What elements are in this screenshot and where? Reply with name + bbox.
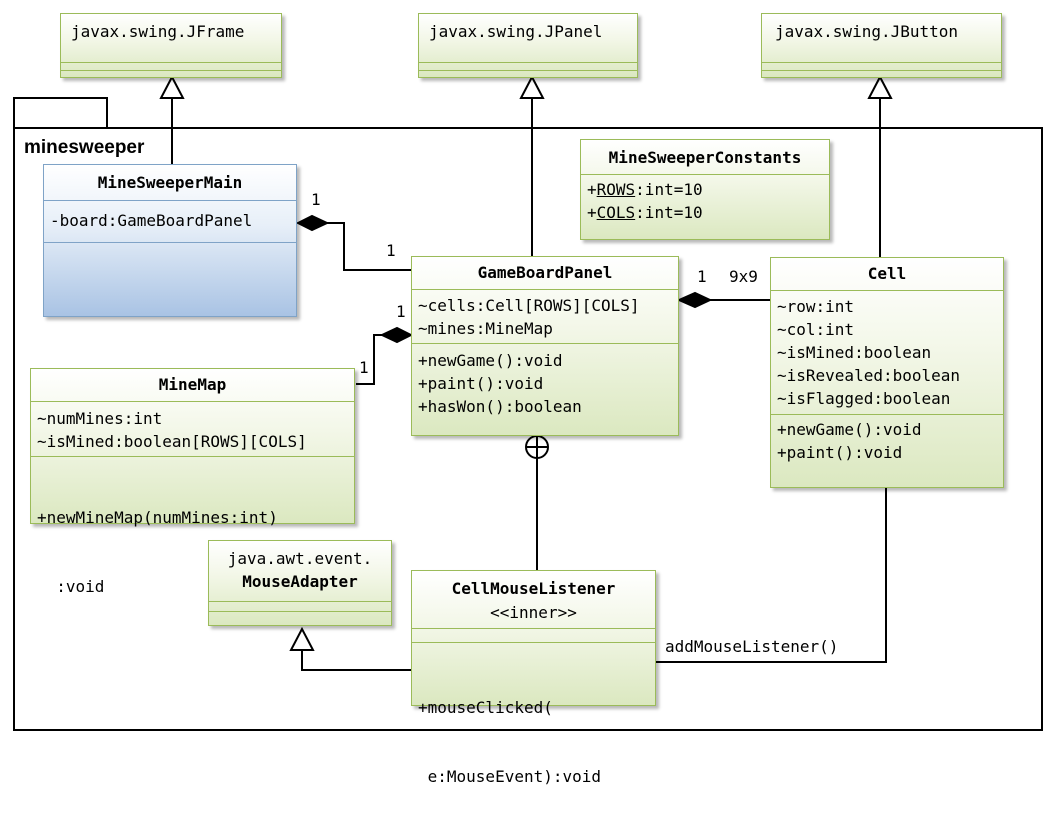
method-has-won: +hasWon():boolean	[418, 397, 582, 416]
game-board-panel-name: GameBoardPanel	[477, 263, 613, 282]
composition-diamond-cell	[676, 291, 713, 309]
class-cell: Cell ~row:int ~col:int ~isMined:boolean …	[770, 257, 1004, 488]
class-jbutton: javax.swing.JButton	[761, 13, 1002, 78]
mine-map-name: MineMap	[158, 375, 227, 394]
class-constants: MineSweeperConstants +ROWS:int=10 +COLS:…	[580, 139, 830, 240]
mine-sweeper-main-methods	[44, 242, 296, 312]
generalization-listener-adapter	[301, 650, 411, 671]
mouse-adapter-name: MouseAdapter	[242, 572, 358, 591]
mine-sweeper-main-attributes: -board:GameBoardPanel	[44, 200, 296, 242]
cell-mouse-listener-methods: +mouseClicked( e:MouseEvent):void	[412, 642, 655, 838]
method-cell-new-game: +newGame():void	[777, 420, 922, 439]
association-cell-listener	[656, 488, 887, 663]
constant-rows: +ROWS:int=10	[587, 180, 703, 199]
class-mine-sweeper-main: MineSweeperMain -board:GameBoardPanel	[43, 164, 297, 317]
multiplicity-panel-minemap: 1	[396, 302, 406, 321]
multiplicity-minemap: 1	[359, 358, 369, 377]
generalization-arrow-jbutton	[867, 74, 893, 99]
package-name: minesweeper	[24, 137, 145, 158]
attribute-is-flagged: ~isFlagged:boolean	[777, 389, 951, 408]
attribute-is-revealed: ~isRevealed:boolean	[777, 366, 961, 385]
generalization-arrow-jpanel	[519, 74, 545, 99]
attribute-mines: ~mines:MineMap	[418, 319, 553, 338]
mine-map-attributes: ~numMines:int ~isMined:boolean[ROWS][COL…	[31, 401, 354, 456]
method-mouse-clicked-param: e:MouseEvent):void	[418, 767, 602, 786]
attribute-row: ~row:int	[777, 297, 855, 316]
composition-diamond-main	[295, 214, 330, 232]
class-cell-mouse-listener: CellMouseListener <<inner>> +mouseClicke…	[411, 570, 656, 786]
cell-methods: +newGame():void +paint():void	[771, 414, 1003, 468]
attribute-is-mined: ~isMined:boolean	[777, 343, 932, 362]
class-mine-map: MineMap ~numMines:int ~isMined:boolean[R…	[30, 368, 355, 596]
composition-panel-minemap	[356, 334, 382, 385]
method-paint: +paint():void	[418, 374, 544, 393]
game-board-panel-attributes: ~cells:Cell[ROWS][COLS] ~mines:MineMap	[412, 289, 678, 343]
class-game-board-panel: GameBoardPanel ~cells:Cell[ROWS][COLS] ~…	[411, 256, 679, 436]
class-jpanel: javax.swing.JPanel	[418, 13, 638, 78]
mine-sweeper-main-name: MineSweeperMain	[97, 173, 243, 192]
constants-attributes: +ROWS:int=10 +COLS:int=10	[581, 174, 829, 228]
method-new-mine-map: +newMineMap(numMines:int)	[37, 508, 278, 527]
relationship-lines	[159, 74, 893, 671]
method-cell-paint: +paint():void	[777, 443, 903, 462]
method-new-mine-map-return: :void	[37, 577, 105, 596]
class-jpanel-name: javax.swing.JPanel	[429, 22, 603, 41]
attribute-is-mined-grid: ~isMined:boolean[ROWS][COLS]	[37, 432, 307, 451]
method-mouse-clicked: +mouseClicked(	[418, 698, 553, 717]
composition-main-panel	[327, 222, 411, 271]
constant-cols: +COLS:int=10	[587, 203, 703, 222]
attribute-board: -board:GameBoardPanel	[50, 211, 253, 230]
label-add-mouse-listener: addMouseListener()	[665, 637, 839, 656]
attribute-col: ~col:int	[777, 320, 855, 339]
class-jframe: javax.swing.JFrame	[60, 13, 282, 78]
class-jbutton-name: javax.swing.JButton	[775, 22, 959, 41]
composition-diamond-minemap	[379, 326, 414, 344]
class-mouse-adapter: java.awt.event. MouseAdapter	[208, 540, 392, 626]
attribute-num-mines: ~numMines:int	[37, 409, 163, 428]
mine-map-methods: +newMineMap(numMines:int) :void	[31, 456, 354, 648]
generalization-arrow-adapter	[289, 626, 315, 651]
cell-mouse-listener-stereotype: <<inner>>	[490, 603, 577, 622]
mouse-adapter-package: java.awt.event.	[227, 549, 373, 568]
class-jframe-name: javax.swing.JFrame	[71, 22, 245, 41]
attribute-cells: ~cells:Cell[ROWS][COLS]	[418, 296, 640, 315]
constants-name: MineSweeperConstants	[608, 148, 802, 167]
multiplicity-main: 1	[311, 190, 321, 209]
cell-attributes: ~row:int ~col:int ~isMined:boolean ~isRe…	[771, 290, 1003, 414]
game-board-panel-methods: +newGame():void +paint():void +hasWon():…	[412, 343, 678, 422]
cell-mouse-listener-name: CellMouseListener	[451, 579, 616, 598]
method-new-game: +newGame():void	[418, 351, 563, 370]
multiplicity-cell: 9x9	[729, 267, 758, 286]
multiplicity-panel-cell: 1	[697, 267, 707, 286]
multiplicity-panel-main: 1	[386, 241, 396, 260]
cell-name: Cell	[867, 264, 907, 283]
package-tab	[13, 97, 108, 128]
generalization-arrow-jframe	[159, 74, 185, 99]
